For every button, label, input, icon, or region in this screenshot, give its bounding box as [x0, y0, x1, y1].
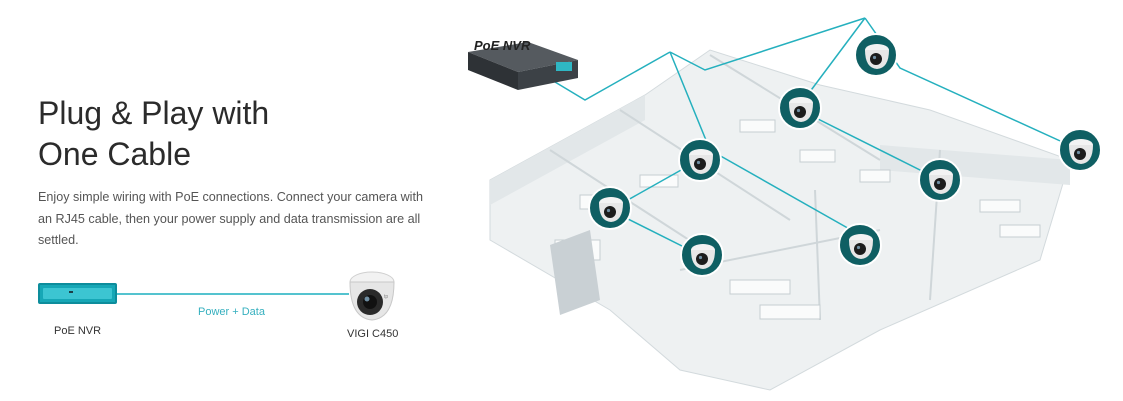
dome-camera-icon [918, 158, 962, 202]
nvr-label: PoE NVR [54, 325, 102, 337]
heading-line-2: One Cable [38, 136, 191, 172]
dome-camera-icon: tp [349, 271, 395, 321]
cable-label: Power + Data [198, 306, 265, 318]
dome-camera-icon [680, 233, 724, 277]
diagram-nvr-title: PoE NVR [474, 38, 531, 53]
section-heading: Plug & Play with One Cable [38, 93, 358, 175]
dome-camera-icon [678, 138, 722, 182]
nvr-device-icon [38, 283, 117, 304]
camera-label: VIGI C450 [347, 328, 399, 340]
office-floorplan-diagram: PoE NVR [468, 17, 1102, 391]
dome-camera-icon [854, 33, 898, 77]
svg-text:tp: tp [384, 294, 388, 300]
heading-line-1: Plug & Play with [38, 95, 270, 131]
section-description: Enjoy simple wiring with PoE connections… [38, 190, 423, 247]
dome-camera-icon [778, 86, 822, 130]
dome-camera-icon [588, 186, 632, 230]
dome-camera-icon [1058, 128, 1102, 172]
dome-camera-icon [838, 223, 882, 267]
cable-line [117, 293, 349, 295]
